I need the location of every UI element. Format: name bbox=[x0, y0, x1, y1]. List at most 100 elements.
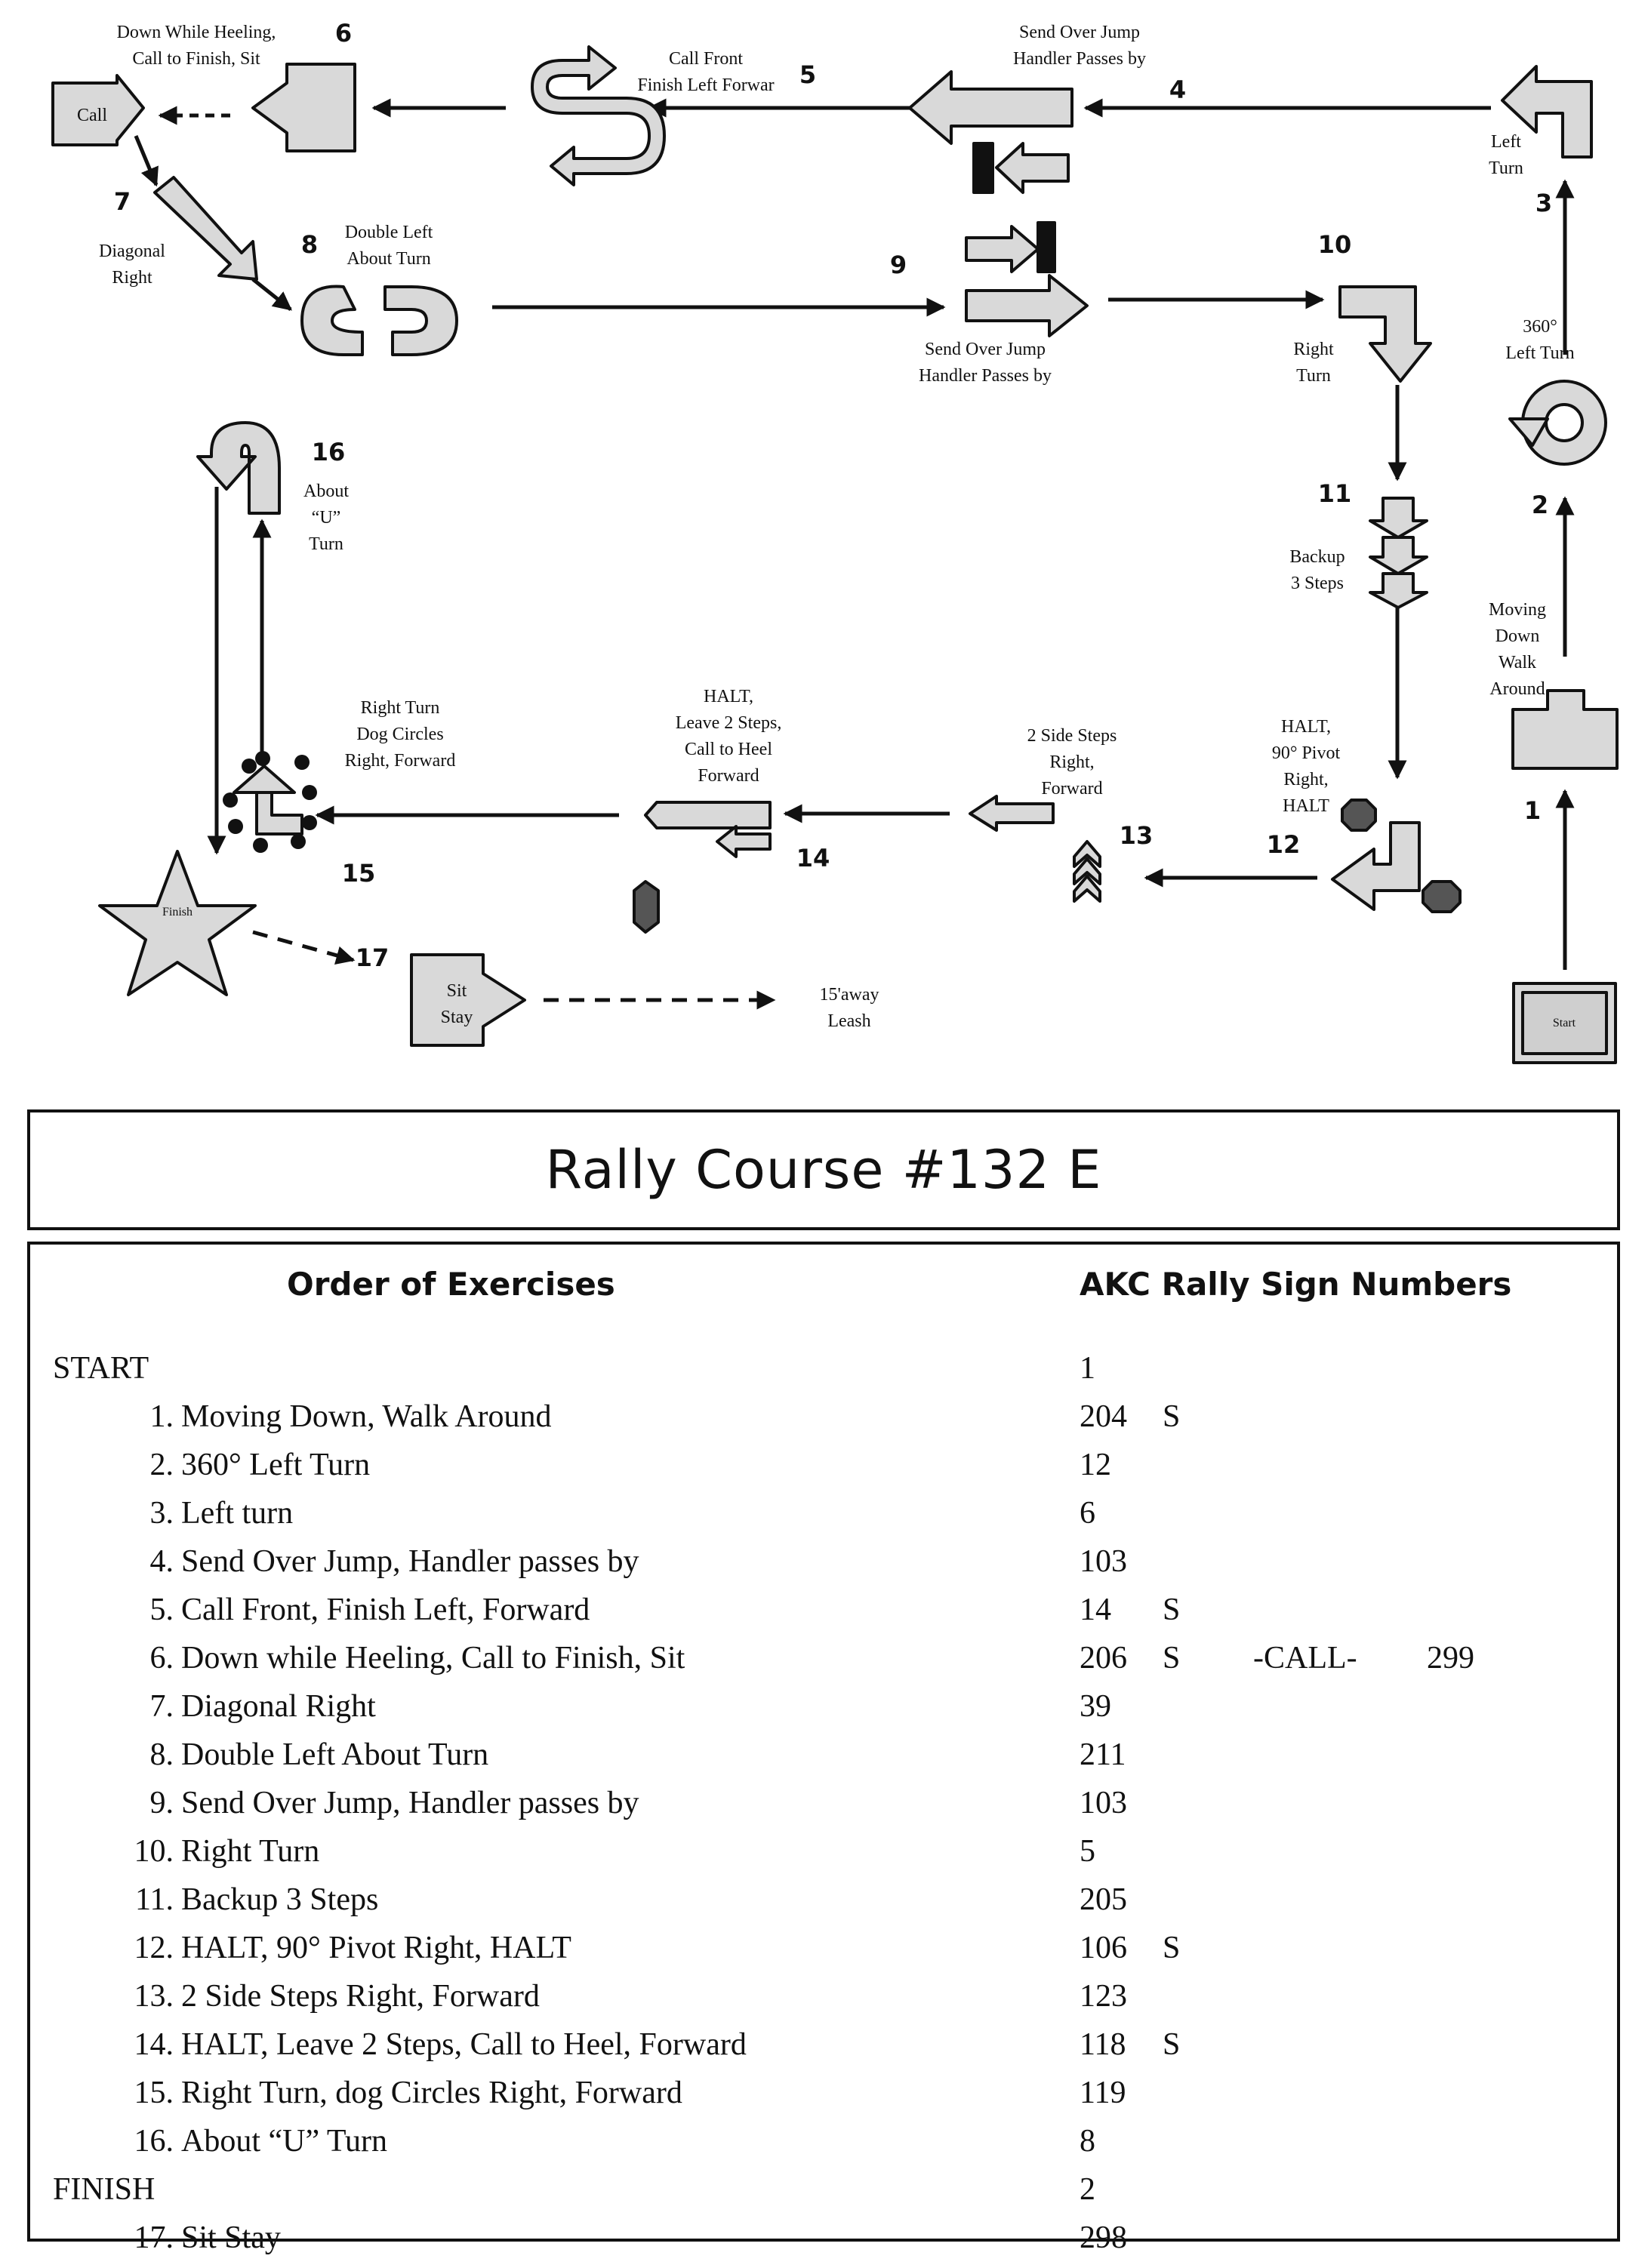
station-12-halt-a bbox=[1341, 799, 1377, 832]
sign-number: 211 bbox=[1080, 1737, 1126, 1772]
station-3-label-line: Left bbox=[1491, 132, 1521, 152]
station-9-arrow bbox=[965, 274, 1089, 337]
station-15-label-line: Right, Forward bbox=[345, 751, 456, 771]
station-14-label-line: Call to Heel bbox=[685, 740, 772, 759]
start-sign-inner bbox=[1521, 991, 1608, 1055]
exercise-label: Call Front, Finish Left, Forward bbox=[181, 1593, 590, 1627]
sign-number: 204 bbox=[1080, 1399, 1127, 1434]
sign-number: 5 bbox=[1080, 1834, 1095, 1869]
station-12-label-line: HALT, bbox=[1281, 717, 1331, 737]
sign-number: 123 bbox=[1080, 1979, 1127, 2014]
exercise-number: 17. bbox=[134, 2220, 174, 2255]
station-5-icon bbox=[531, 45, 666, 186]
station-7-label-line: Diagonal bbox=[99, 242, 165, 261]
path-arrows bbox=[134, 98, 1575, 1010]
exercise-number: 8. bbox=[149, 1737, 174, 1772]
s-marker: S bbox=[1163, 2027, 1181, 2062]
station-2-label-line: 360° bbox=[1523, 317, 1557, 337]
station-3-number: 3 bbox=[1535, 189, 1552, 217]
exercise-number: 15. bbox=[134, 2076, 174, 2110]
path-arrow-finish-to-17 bbox=[252, 930, 356, 965]
station-16-icon bbox=[196, 421, 281, 515]
exercise-label: Send Over Jump, Handler passes by bbox=[181, 1544, 639, 1579]
sign-number: 103 bbox=[1080, 1786, 1127, 1820]
alt-sign-number: 299 bbox=[1427, 1641, 1474, 1676]
exercise-table: Order of Exercises AKC Rally Sign Number… bbox=[27, 1242, 1620, 2255]
sign-number: 206 bbox=[1080, 1641, 1127, 1676]
station-14-icon bbox=[644, 801, 772, 829]
station-13-number: 13 bbox=[1120, 821, 1154, 850]
exercise-label: Diagonal Right bbox=[181, 1689, 376, 1724]
station-3-icon bbox=[1501, 65, 1593, 158]
station-12-number: 12 bbox=[1267, 830, 1301, 859]
station-3-label-line: Turn bbox=[1489, 158, 1523, 178]
exercise-number: 5. bbox=[149, 1593, 174, 1627]
station-6-icon bbox=[251, 63, 356, 152]
course-title-text: Rally Course #132 E bbox=[545, 1139, 1102, 1201]
paw-prints bbox=[223, 751, 317, 853]
station-11-label-line: Backup bbox=[1289, 547, 1345, 567]
s-marker: S bbox=[1163, 1931, 1181, 1965]
station-16-label-line: About bbox=[303, 482, 349, 501]
sign-number: 1 bbox=[1080, 1351, 1095, 1386]
path-arrow-7-to-8 bbox=[251, 278, 292, 311]
station-2-arrowhead bbox=[1508, 417, 1549, 447]
exercise-label: HALT, Leave 2 Steps, Call to Heel, Forwa… bbox=[181, 2027, 747, 2062]
sign-number: 298 bbox=[1080, 2220, 1127, 2255]
table-row: 15.Right Turn, dog Circles Right, Forwar… bbox=[30, 2075, 1617, 2122]
station-13-icon bbox=[1073, 840, 1101, 868]
station-4-handler-arrow bbox=[995, 142, 1070, 194]
start-label: Start bbox=[1553, 1017, 1576, 1029]
course-title: Rally Course #132 E bbox=[27, 1109, 1620, 1230]
exercise-label: Down while Heeling, Call to Finish, Sit bbox=[181, 1641, 685, 1676]
station-1-label-line: Around bbox=[1489, 679, 1545, 699]
exercise-label: Send Over Jump, Handler passes by bbox=[181, 1786, 639, 1820]
exercise-number: 12. bbox=[134, 1931, 174, 1965]
sign-number: 106 bbox=[1080, 1931, 1127, 1965]
station-14-halt bbox=[633, 880, 660, 934]
station-6-label-line: Down While Heeling, bbox=[117, 23, 276, 42]
station-11-number: 11 bbox=[1318, 479, 1352, 508]
table-row: 6.Down while Heeling, Call to Finish, Si… bbox=[30, 1640, 1617, 1687]
sign-number: 118 bbox=[1080, 2027, 1126, 2062]
sit-stay-label: Stay bbox=[441, 1008, 473, 1027]
exercise-label: FINISH bbox=[53, 2172, 156, 2207]
station-10-number: 10 bbox=[1318, 230, 1352, 259]
station-1-number: 1 bbox=[1524, 796, 1541, 825]
exercise-number: 16. bbox=[134, 2124, 174, 2159]
station-5-label-line: Call Front bbox=[669, 49, 743, 69]
exercise-number: 7. bbox=[149, 1689, 174, 1724]
station-1-label-line: Moving bbox=[1489, 600, 1546, 620]
station-1-label-line: Down bbox=[1495, 626, 1540, 646]
station-14-label-line: HALT, bbox=[704, 687, 753, 706]
station-14-heel-arrow bbox=[716, 825, 772, 858]
sign-number: 12 bbox=[1080, 1448, 1111, 1482]
station-13-label-line: Forward bbox=[1041, 779, 1102, 799]
table-row: 14.HALT, Leave 2 Steps, Call to Heel, Fo… bbox=[30, 2026, 1617, 2073]
station-17-number: 17 bbox=[356, 943, 390, 972]
away-label: 15'away bbox=[820, 985, 879, 1005]
station-2-label-line: Left Turn bbox=[1505, 343, 1574, 363]
path-arrow-call-to-7 bbox=[134, 135, 159, 187]
station-9-number: 9 bbox=[890, 251, 907, 279]
station-8-label-line: Double Left bbox=[345, 223, 433, 242]
station-12-label-line: 90° Pivot bbox=[1272, 743, 1341, 763]
exercise-label: Right Turn bbox=[181, 1834, 320, 1869]
station-15-number: 15 bbox=[342, 859, 376, 888]
station-11-icon bbox=[1369, 497, 1428, 539]
exercise-label: Right Turn, dog Circles Right, Forward bbox=[181, 2076, 682, 2110]
s-marker: S bbox=[1163, 1641, 1181, 1676]
station-10-label-line: Right bbox=[1293, 340, 1334, 359]
exercise-label: Moving Down, Walk Around bbox=[181, 1399, 552, 1434]
order-of-exercises-header: Order of Exercises bbox=[287, 1266, 615, 1303]
station-10-icon bbox=[1338, 285, 1432, 383]
sign-number: 2 bbox=[1080, 2172, 1095, 2207]
station-17-icon bbox=[410, 953, 526, 1047]
station-7-number: 7 bbox=[114, 187, 131, 216]
